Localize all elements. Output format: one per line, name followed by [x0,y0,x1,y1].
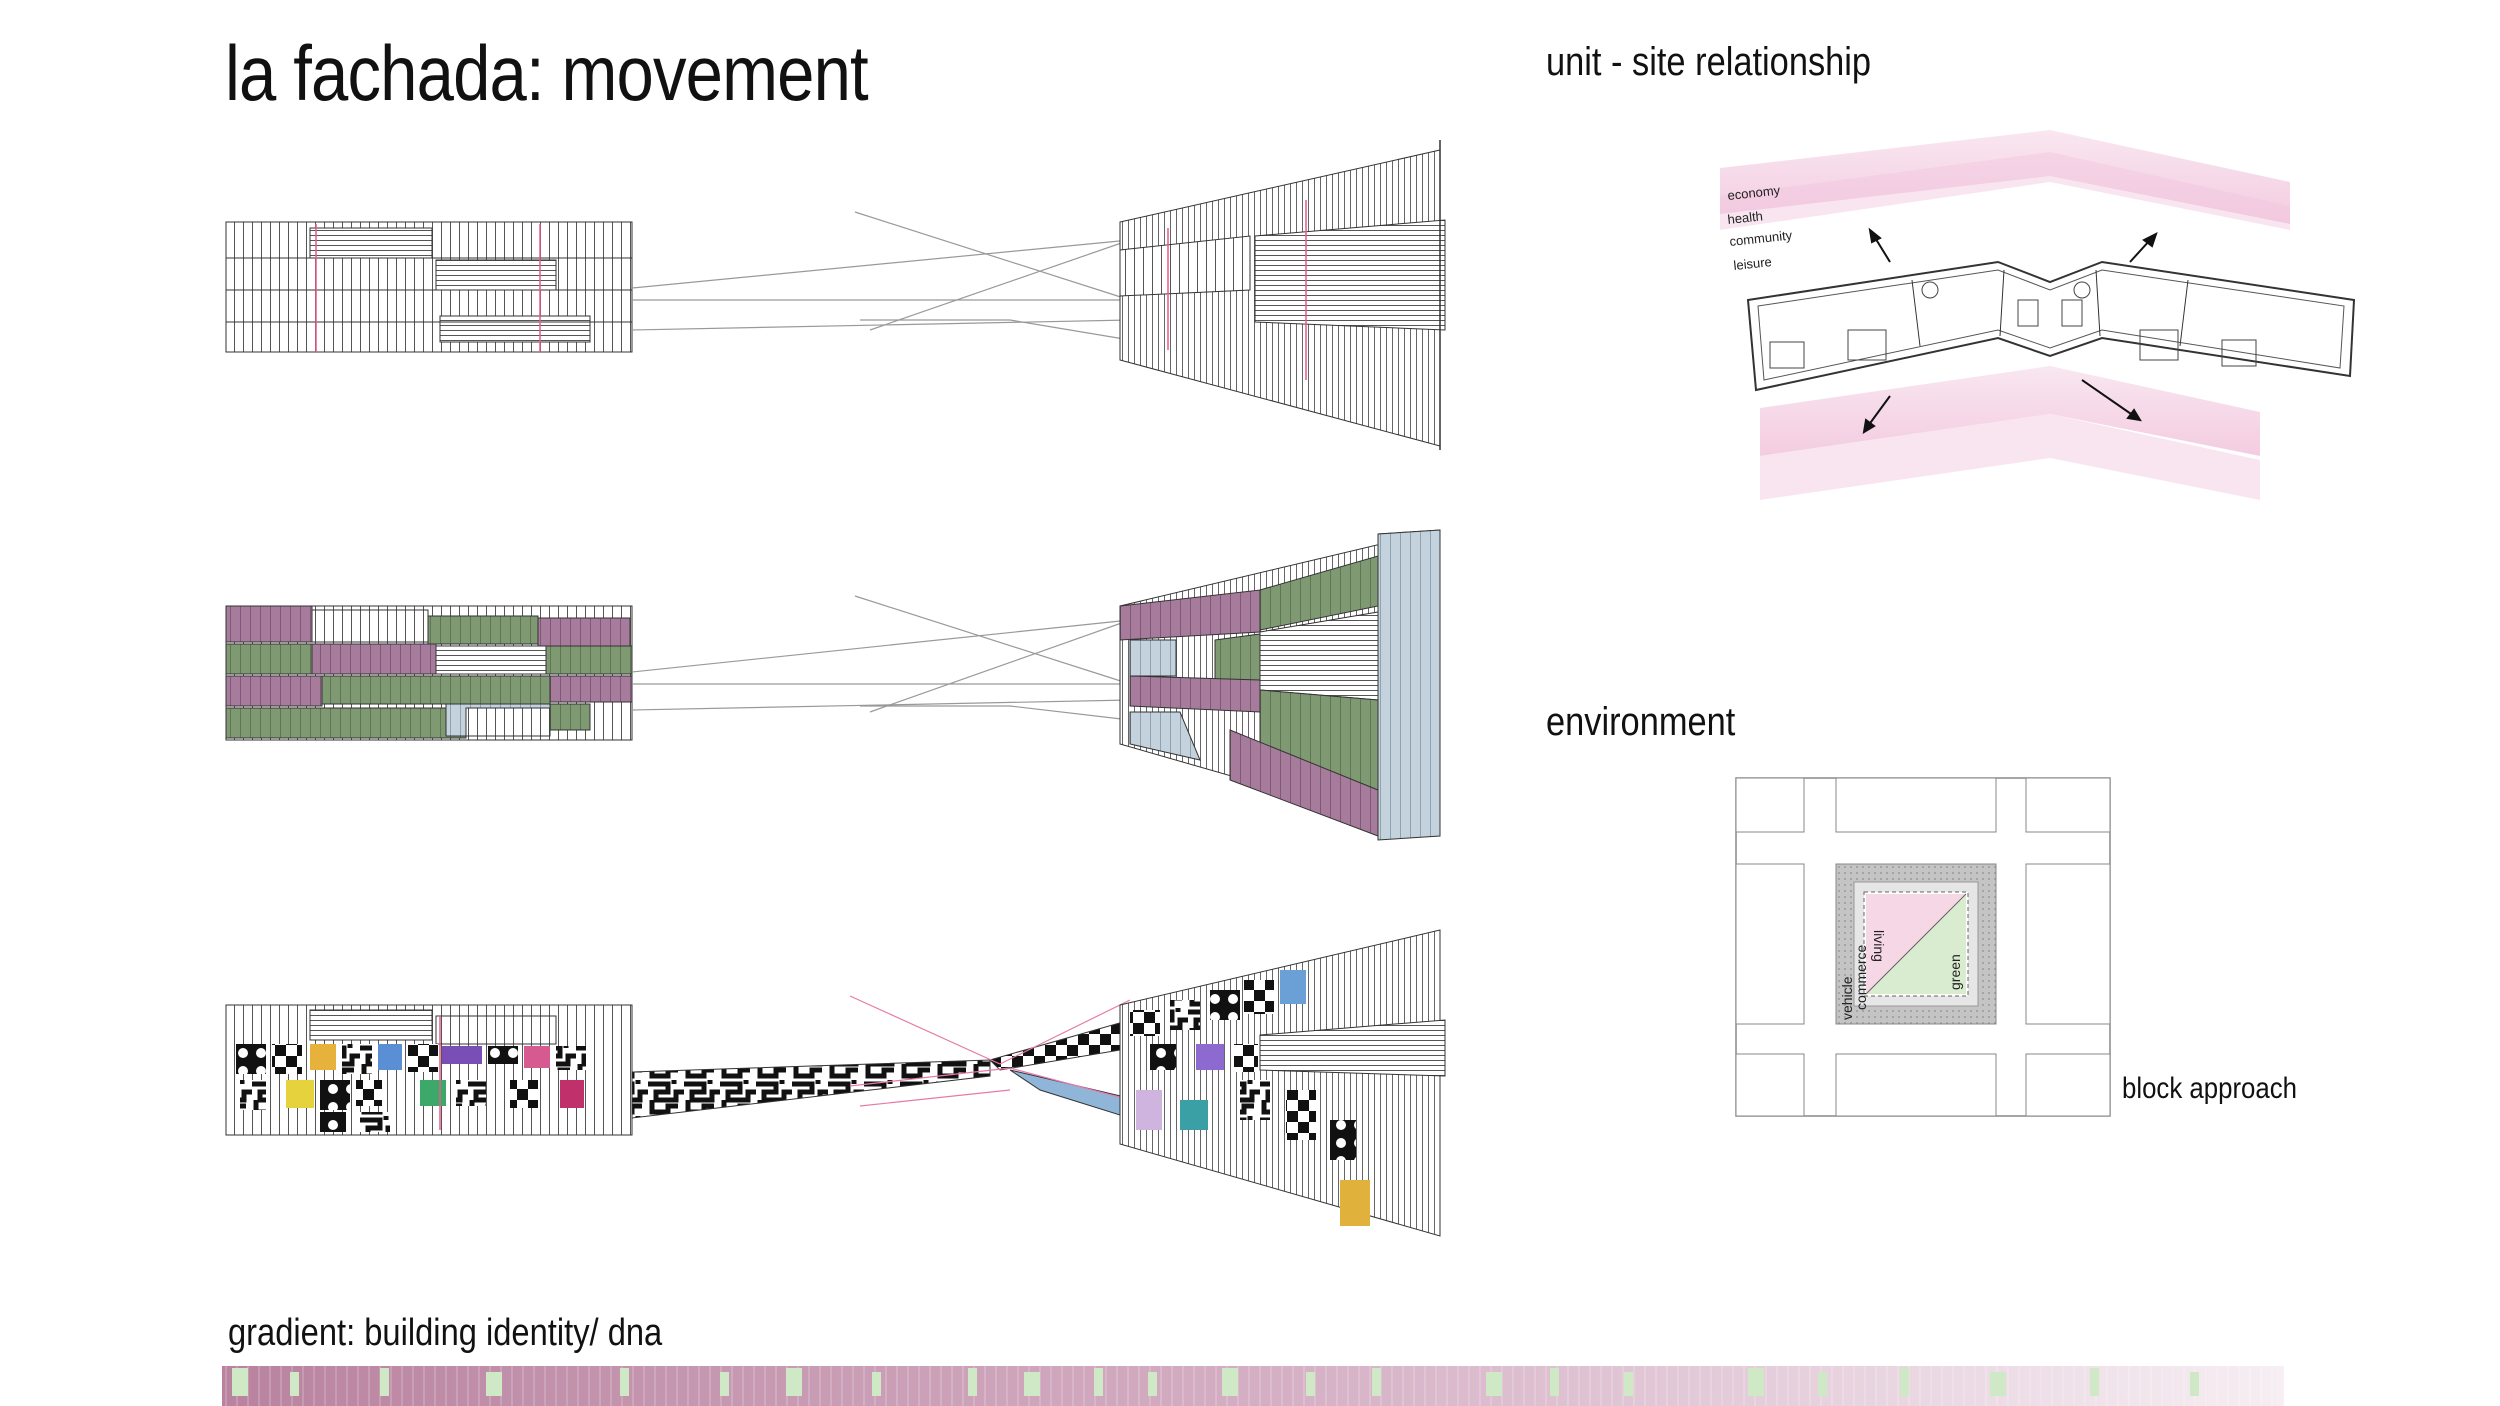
block-approach-label: block approach [2122,1072,2297,1105]
zone-label-green: green [1947,954,1963,990]
identity-block [1372,1368,1381,1396]
identity-block [968,1368,977,1396]
band-label-economy: economy [1727,182,1782,202]
zone-label-living: living [1871,930,1887,962]
identity-gradient-strip [222,1366,2284,1406]
identity-block [1818,1372,1827,1396]
identity-block [872,1372,881,1396]
identity-block [2190,1372,2199,1396]
identity-block [1900,1368,1909,1396]
identity-block [380,1368,389,1396]
facade-elevation-2 [225,529,1441,841]
identity-block [232,1368,248,1396]
identity-block [720,1372,729,1396]
identity-block [2090,1368,2099,1396]
identity-block [1486,1372,1502,1396]
identity-block [1094,1368,1103,1396]
identity-block [786,1368,802,1396]
facade-elevation-1 [225,140,1446,450]
unit-site-plan: economy health community leisure [1720,130,2356,500]
unit-site-heading: unit - site relationship [1546,40,1872,84]
gradient-heading: gradient: building identity/ dna [228,1312,663,1354]
identity-block [486,1372,502,1396]
facade-elevation-3 [225,929,1446,1237]
identity-block [1148,1372,1157,1396]
identity-block [620,1368,629,1396]
identity-block [1222,1368,1238,1396]
page-title: la fachada: movement [225,29,869,117]
environment-block-diagram: vehicle commerce living green [1735,777,2111,1117]
identity-block [1624,1372,1633,1396]
identity-block [1024,1372,1040,1396]
identity-block [1990,1372,2006,1396]
band-label-leisure: leisure [1733,254,1773,273]
identity-block [1550,1368,1559,1396]
identity-block [1306,1372,1315,1396]
identity-block [1748,1368,1764,1396]
zone-label-vehicle: vehicle [1839,976,1855,1020]
identity-block [290,1372,299,1396]
band-label-community: community [1729,227,1794,249]
zone-label-commerce: commerce [1853,944,1869,1010]
band-label-health: health [1727,208,1764,227]
environment-heading: environment [1546,700,1736,744]
